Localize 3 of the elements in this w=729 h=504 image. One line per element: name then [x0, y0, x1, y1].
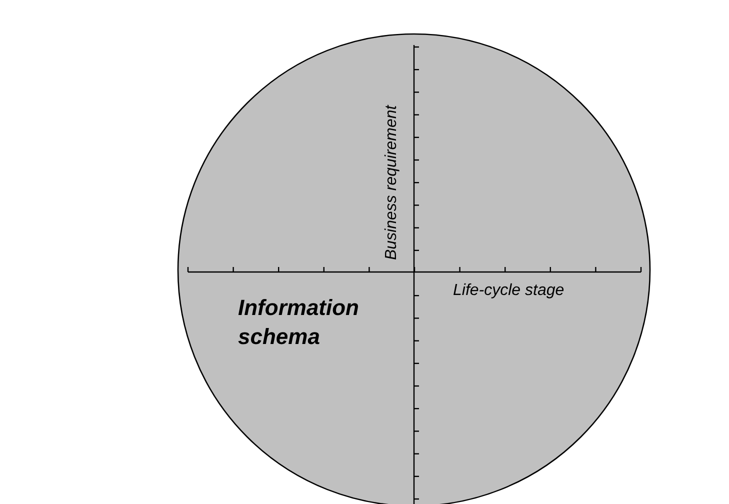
axis-label: Business requirement	[383, 104, 401, 260]
region-label: Information schema	[238, 294, 360, 351]
axis-label: Life-cycle stage	[453, 282, 564, 300]
